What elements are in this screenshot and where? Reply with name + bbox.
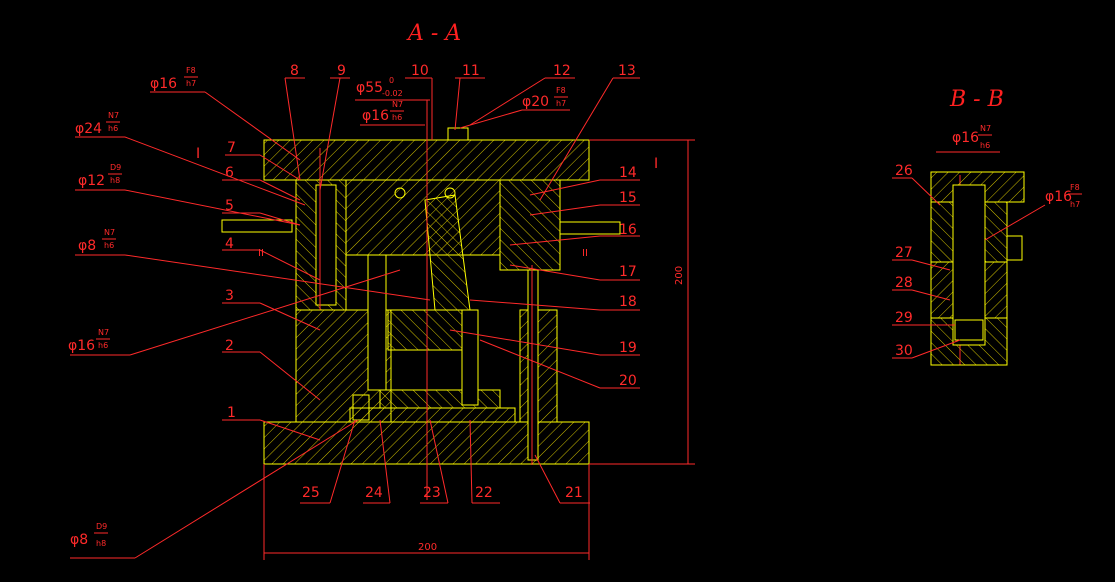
part-number: 1 <box>227 405 236 421</box>
section-mark-i-left: I <box>196 146 200 162</box>
height-dimension: 200 <box>674 266 685 285</box>
part-number: 17 <box>619 264 637 280</box>
svg-text:D9: D9 <box>110 163 121 172</box>
svg-text:h7: h7 <box>1070 200 1080 209</box>
svg-text:h7: h7 <box>186 79 196 88</box>
svg-text:φ16: φ16 <box>150 76 177 92</box>
part-number: 23 <box>423 485 441 501</box>
svg-text:N7: N7 <box>98 328 109 337</box>
part-number: 28 <box>895 275 913 291</box>
part-number: 12 <box>553 63 571 79</box>
part-number: 14 <box>619 165 637 181</box>
fit-annotation-f6: φ8 D9 h8 <box>70 522 108 548</box>
fit-annotation-f8: φ16 N7 h6 <box>362 100 404 124</box>
svg-text:F8: F8 <box>556 86 566 95</box>
section-bb-geometry <box>930 171 1025 366</box>
svg-text:φ16: φ16 <box>68 338 95 354</box>
part-number: 20 <box>619 373 637 389</box>
part-number: 7 <box>227 140 236 156</box>
section-aa-title: A - A <box>406 21 461 46</box>
part-number: 16 <box>619 222 637 238</box>
fit-annotation-f4: φ8 N7 h6 <box>78 228 116 254</box>
fit-annotation-f1: φ16 F8 h7 <box>150 66 198 92</box>
svg-text:φ16: φ16 <box>952 130 979 146</box>
part-number: 10 <box>411 63 429 79</box>
svg-text:φ12: φ12 <box>78 173 105 189</box>
svg-text:F8: F8 <box>186 66 196 75</box>
svg-text:F8: F8 <box>1070 183 1080 192</box>
fit-annotation-f9: φ20 F8 h7 <box>522 86 568 110</box>
part-number: 19 <box>619 340 637 356</box>
fit-annotation-f3: φ12 D9 h8 <box>78 163 122 189</box>
bb-leaders <box>892 151 1046 359</box>
part-number: 2 <box>225 338 234 354</box>
svg-text:φ8: φ8 <box>78 238 96 254</box>
part-number: 18 <box>619 294 637 310</box>
fit-annotation-f10: φ16 N7 h6 <box>952 124 992 150</box>
svg-text:φ24: φ24 <box>75 121 102 137</box>
part-number: 4 <box>225 236 234 252</box>
svg-text:h6: h6 <box>108 124 118 133</box>
section-aa-geometry <box>221 127 621 465</box>
part-number: 27 <box>895 245 913 261</box>
width-dimension: 200 <box>418 542 437 553</box>
section-bb-title: B - B <box>949 87 1004 112</box>
part-number: 22 <box>475 485 493 501</box>
fit-annotation-f7: φ55 0 -0.02 <box>356 76 403 98</box>
svg-text:N7: N7 <box>392 100 403 109</box>
svg-text:h6: h6 <box>980 141 990 150</box>
part-number: 15 <box>619 190 637 206</box>
part-number: 30 <box>895 343 913 359</box>
svg-text:φ16: φ16 <box>1045 189 1072 205</box>
svg-text:φ20: φ20 <box>522 94 549 110</box>
part-number: 11 <box>462 63 480 79</box>
svg-text:N7: N7 <box>980 124 991 133</box>
fit-annotation-f11: φ16 F8 h7 <box>1045 183 1082 209</box>
svg-text:h8: h8 <box>96 539 106 548</box>
part-number: 24 <box>365 485 383 501</box>
part-number: 26 <box>895 163 913 179</box>
part-number: 8 <box>290 63 299 79</box>
svg-text:0: 0 <box>389 76 394 85</box>
svg-text:D9: D9 <box>96 522 107 531</box>
dimension-lines <box>263 139 695 560</box>
part-number: 6 <box>225 165 234 181</box>
part-number: 25 <box>302 485 320 501</box>
part-number: 29 <box>895 310 913 326</box>
svg-text:φ55: φ55 <box>356 80 383 96</box>
svg-text:N7: N7 <box>108 111 119 120</box>
svg-text:-0.02: -0.02 <box>382 89 403 98</box>
svg-text:N7: N7 <box>104 228 115 237</box>
fit-annotation-f5: φ16 N7 h6 <box>68 328 110 354</box>
part-number: 3 <box>225 288 234 304</box>
svg-text:h7: h7 <box>556 99 566 108</box>
section-mark-ii-right: II <box>582 248 588 259</box>
svg-text:h6: h6 <box>98 341 108 350</box>
svg-text:h6: h6 <box>392 113 402 122</box>
svg-text:h6: h6 <box>104 241 114 250</box>
part-number: 13 <box>618 63 636 79</box>
part-number: 21 <box>565 485 583 501</box>
svg-text:φ8: φ8 <box>70 532 88 548</box>
section-mark-ii-left: II <box>258 248 264 259</box>
fit-annotation-f2: φ24 N7 h6 <box>75 111 120 137</box>
part-number: 9 <box>337 63 346 79</box>
leader-lines <box>70 77 640 559</box>
section-mark-i-right: I <box>654 156 658 172</box>
part-number: 5 <box>225 198 234 214</box>
svg-text:h8: h8 <box>110 176 120 185</box>
svg-text:φ16: φ16 <box>362 108 389 124</box>
